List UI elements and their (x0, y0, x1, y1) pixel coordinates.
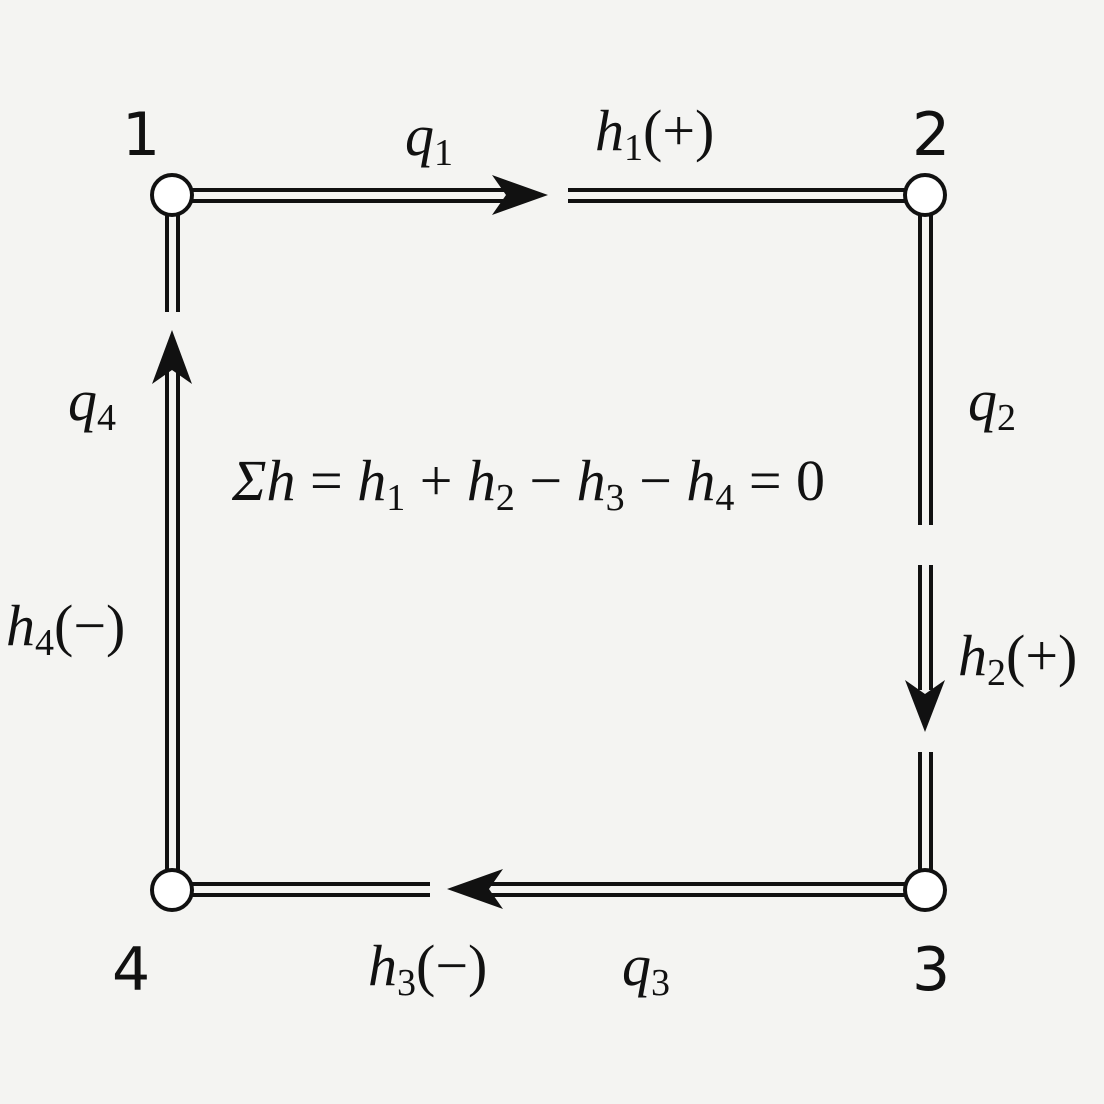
node-label-3: 3 (912, 935, 950, 1005)
flow-label-q2: q2 (968, 368, 1016, 439)
node-4 (150, 868, 194, 912)
node-2 (903, 173, 947, 217)
flow-label-q1: q1 (405, 103, 453, 174)
flow-arrow-right-icon (492, 175, 548, 215)
node-3 (903, 868, 947, 912)
head-label-h4: h4(−) (6, 593, 125, 664)
pipe-4-1 (152, 212, 192, 872)
flow-arrow-left-icon (447, 869, 503, 909)
node-label-1: 1 (122, 100, 160, 170)
flow-label-q4: q4 (68, 368, 116, 439)
node-label-2: 2 (912, 100, 950, 170)
pipe-3-4 (190, 869, 906, 909)
head-label-h2: h2(+) (958, 623, 1077, 694)
flow-arrow-up-icon (152, 330, 192, 384)
pipe-2-3 (905, 212, 945, 872)
node-1 (150, 173, 194, 217)
head-label-h3: h3(−) (368, 933, 487, 1004)
head-loss-equation: Σh = h1 + h2 − h3 − h4 = 0 (231, 448, 825, 519)
head-label-h1: h1(+) (595, 98, 714, 169)
flow-label-q3: q3 (622, 933, 670, 1004)
flow-arrow-down-icon (905, 680, 945, 732)
pipe-1-2 (190, 175, 906, 215)
node-label-4: 4 (112, 935, 150, 1005)
